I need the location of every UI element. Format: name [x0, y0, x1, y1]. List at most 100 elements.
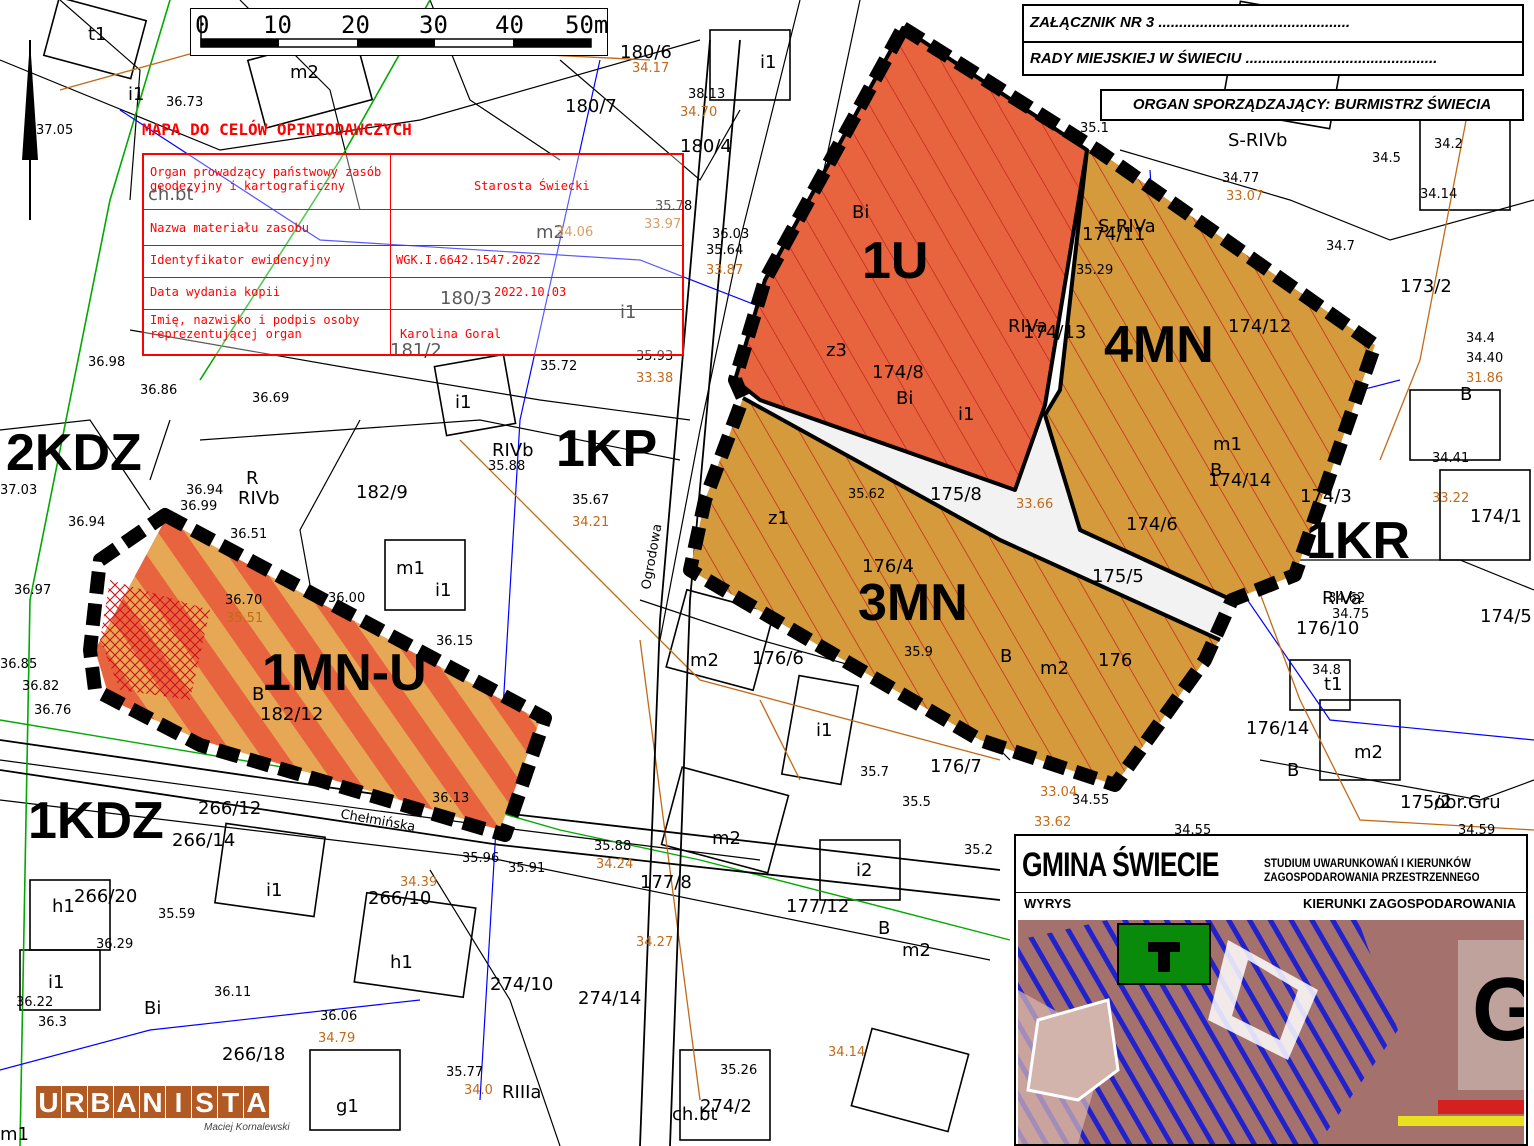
svg-text:174/11: 174/11 [1082, 224, 1145, 245]
metric-divider [390, 155, 391, 354]
svg-text:174/8: 174/8 [872, 362, 924, 383]
svg-text:B: B [878, 918, 890, 939]
metric-row: Imię, nazwisko i podpis osoby reprezentu… [144, 309, 682, 356]
svg-text:i1: i1 [128, 84, 144, 105]
zone-label-1KDZ: 1KDZ [28, 792, 164, 850]
svg-text:RIIIa: RIIIa [502, 1082, 541, 1103]
zone-symbols: 1U 4MN 3MN 1MN-U 1KP 2KDZ 1KDZ 1KR [6, 232, 1410, 850]
svg-text:i1: i1 [48, 972, 64, 993]
svg-text:36.82: 36.82 [22, 679, 59, 694]
svg-text:174/14: 174/14 [1208, 470, 1271, 491]
kierunki-label: KIERUNKI ZAGOSPODAROWANIA [1302, 896, 1516, 911]
svg-text:35.1: 35.1 [1080, 121, 1109, 136]
zone-label-1U: 1U [862, 232, 928, 290]
zone-3MN[interactable] [690, 398, 1220, 785]
legend-divider [1016, 892, 1526, 893]
zone-label-2KDZ: 2KDZ [6, 424, 142, 482]
svg-text:176: 176 [1098, 650, 1132, 671]
svg-text:i1: i1 [958, 404, 974, 425]
svg-text:34.8: 34.8 [1312, 663, 1341, 678]
scale-tick: 20 [341, 11, 370, 39]
svg-text:36.94: 36.94 [68, 515, 105, 530]
svg-text:180/3: 180/3 [440, 288, 492, 309]
svg-text:31.86: 31.86 [1466, 371, 1503, 386]
council-name: RADY MIEJSKIEJ W ŚWIECIU ...............… [1030, 50, 1438, 67]
scale-tick: 40 [495, 11, 524, 39]
svg-text:35.29: 35.29 [1076, 263, 1113, 278]
logo-letter: R [62, 1086, 87, 1118]
svg-text:36.76: 36.76 [34, 703, 71, 718]
svg-text:174/5: 174/5 [1480, 606, 1532, 627]
svg-text:35.88: 35.88 [488, 459, 525, 474]
svg-text:R: R [246, 468, 259, 489]
svg-text:i1: i1 [620, 302, 636, 323]
svg-text:182/9: 182/9 [356, 482, 408, 503]
svg-text:274/14: 274/14 [578, 988, 641, 1009]
svg-text:36.73: 36.73 [166, 95, 203, 110]
svg-text:174/12: 174/12 [1228, 316, 1291, 337]
svg-text:35.91: 35.91 [508, 861, 545, 876]
svg-text:34.75: 34.75 [1332, 607, 1369, 622]
svg-text:g1: g1 [336, 1096, 359, 1117]
svg-text:175/8: 175/8 [930, 484, 982, 505]
zone-1U[interactable] [735, 28, 1087, 490]
gmina-title: GMINA ŚWIECIE [1022, 846, 1219, 884]
svg-text:36.29: 36.29 [96, 937, 133, 952]
zone-label-1MN-U: 1MN-U [262, 644, 427, 702]
svg-text:ch.bt: ch.bt [148, 184, 194, 205]
svg-text:34.77: 34.77 [1222, 171, 1259, 186]
logo-letter: B [88, 1086, 113, 1118]
map-labels: 180/6 180/7 180/4 180/3 181/2 182/9 182/… [0, 24, 1532, 1145]
svg-text:36.3: 36.3 [38, 1015, 67, 1030]
svg-text:35.62: 35.62 [848, 487, 885, 502]
road-1KP-strip [740, 400, 1232, 640]
zone-4MN[interactable] [1045, 150, 1375, 600]
svg-text:i1: i1 [435, 580, 451, 601]
svg-text:35.96: 35.96 [462, 851, 499, 866]
svg-text:36.22: 36.22 [16, 995, 53, 1010]
svg-text:34.5: 34.5 [1372, 151, 1401, 166]
svg-text:35.93: 35.93 [636, 349, 673, 364]
svg-text:34.27: 34.27 [636, 935, 673, 950]
svg-text:36.94: 36.94 [186, 483, 223, 498]
svg-text:Bi: Bi [144, 998, 161, 1019]
svg-text:36.15: 36.15 [436, 634, 473, 649]
svg-text:33.97: 33.97 [644, 217, 681, 232]
metric-table: Organ prowadzący państwowy zasób geodezy… [142, 153, 684, 356]
svg-text:173/2: 173/2 [1400, 276, 1452, 297]
north-arrow-icon [22, 40, 38, 220]
scale-tick: 10 [263, 11, 292, 39]
svg-text:35.7: 35.7 [860, 765, 889, 780]
metric-row: Data wydania kopii 2022.10.03 [144, 277, 682, 310]
svg-text:34.7: 34.7 [1326, 239, 1355, 254]
svg-text:33.38: 33.38 [636, 371, 673, 386]
svg-text:33.62: 33.62 [1034, 815, 1071, 830]
metric-value: Karolina Goral [400, 327, 502, 341]
zone-boundaries [83, 21, 1382, 842]
svg-text:36.13: 36.13 [432, 791, 469, 806]
svg-text:t1: t1 [88, 24, 107, 45]
svg-text:obr.Gru: obr.Gru [1434, 792, 1501, 813]
svg-text:34.06: 34.06 [556, 225, 593, 240]
svg-text:38.13: 38.13 [688, 87, 725, 102]
svg-text:266/20: 266/20 [74, 886, 137, 907]
zone-1MN-U[interactable] [95, 520, 540, 830]
metric-value: Starosta Świecki [474, 179, 590, 193]
logo-letter: U [36, 1086, 61, 1118]
metric-value: 2022.10.03 [494, 285, 567, 299]
svg-text:36.99: 36.99 [180, 499, 217, 514]
svg-text:35.5: 35.5 [902, 795, 931, 810]
zone-label-3MN: 3MN [858, 574, 968, 632]
svg-text:274/10: 274/10 [490, 974, 553, 995]
svg-text:34.39: 34.39 [400, 875, 437, 890]
svg-text:Bi: Bi [896, 388, 913, 409]
svg-text:z1: z1 [768, 508, 789, 529]
svg-text:177/12: 177/12 [786, 896, 849, 917]
svg-text:35.72: 35.72 [540, 359, 577, 374]
scale-tick: 30 [419, 11, 448, 39]
svg-text:i1: i1 [760, 52, 776, 73]
svg-text:174/1: 174/1 [1470, 506, 1522, 527]
svg-text:36.86: 36.86 [140, 383, 177, 398]
